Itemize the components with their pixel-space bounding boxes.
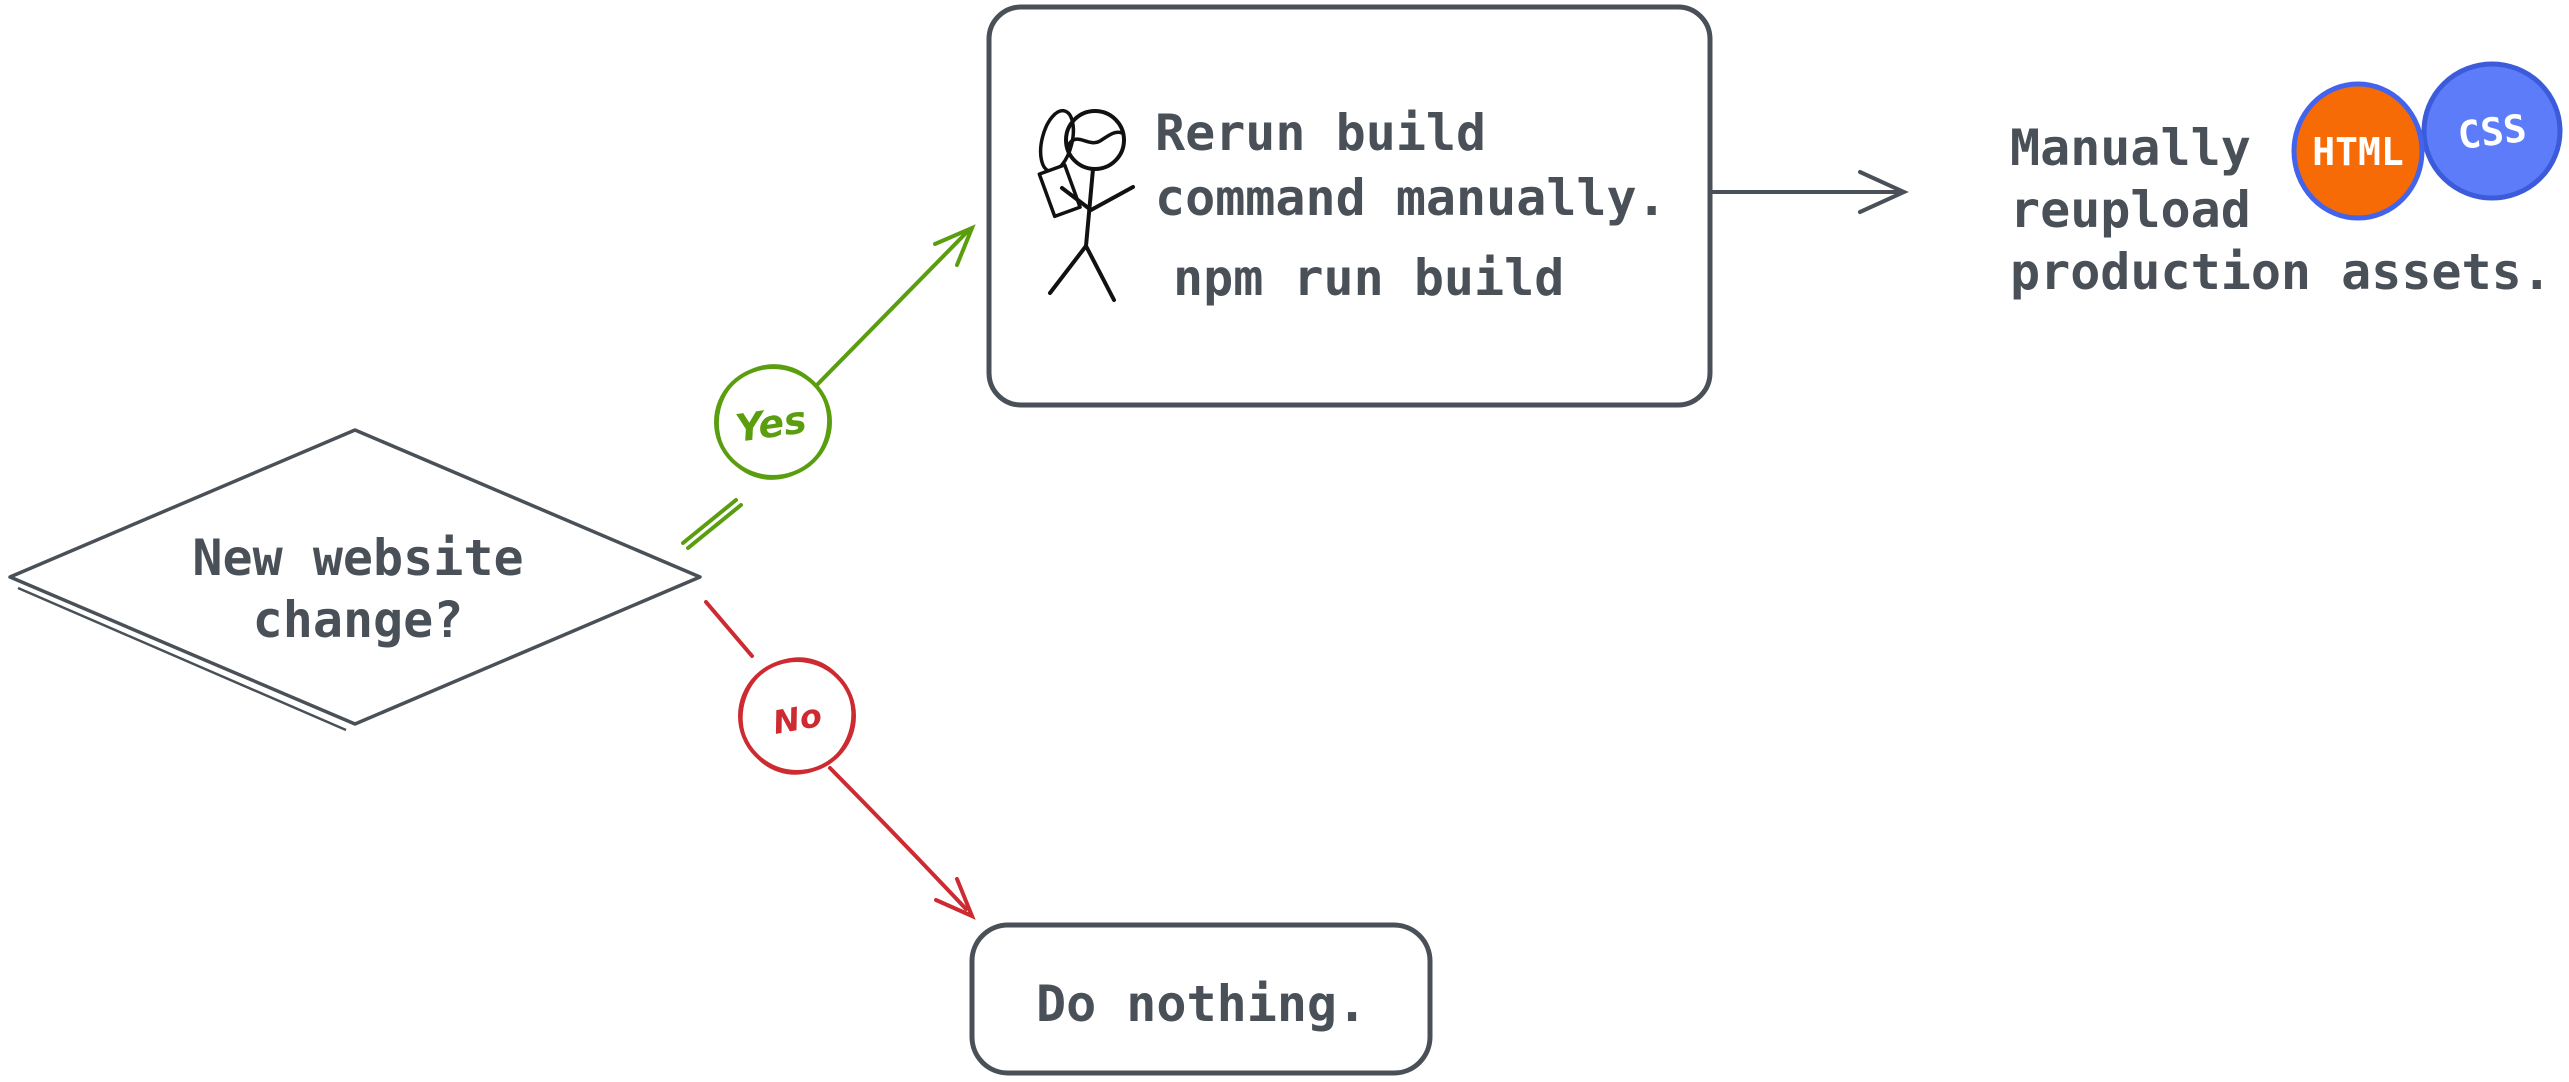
no-arrowhead [934,877,976,920]
yes-arrow [681,224,976,550]
no-circle [738,658,856,774]
figure-phone [1037,163,1082,219]
yes-arrow-shaft [810,229,970,392]
css-badge-label: CSS [2455,106,2528,158]
no-arrow-tail [704,600,754,658]
no-arrow-shaft [828,766,968,911]
reupload-note-line: production assets. [2010,243,2552,301]
figure-legs [1048,244,1116,302]
decision-label: New website change? [8,527,708,651]
decision-diamond-shape [8,428,702,726]
yes-circle [714,365,832,479]
reupload-note: Manually reupload production assets. [2010,117,2552,303]
css-badge [2421,61,2563,201]
build-box-title: Rerun build command manually. [1155,101,1667,231]
html-badge-label: HTML [2312,130,2404,174]
decision-label-line: New website [192,529,524,587]
reupload-arrowhead [1858,170,1909,214]
reupload-note-line: Manually [2010,119,2251,177]
build-box-title-line: command manually. [1155,169,1667,227]
decision-diamond [8,428,702,732]
stick-figure-phone-icon [1037,108,1135,302]
no-label: No [770,696,825,742]
figure-arms [1060,185,1135,212]
reupload-note-line: reupload [2010,181,2251,239]
reupload-arrow [1711,170,1909,214]
build-box-title-line: Rerun build [1155,104,1487,162]
figure-hair [1066,130,1124,148]
diamond-sketch-stroke [17,586,347,732]
build-command: npm run build [1173,249,1565,307]
no-circle-sketch-stroke [740,657,854,775]
yes-arrow-tail-stroke-2 [686,503,743,550]
yes-label: Yes [733,397,809,450]
do-nothing-label: Do nothing. [1036,975,1368,1033]
yes-arrowhead [933,224,976,267]
build-box [986,4,1713,408]
yes-circle-sketch-stroke [716,364,830,480]
html-badge [2291,81,2425,221]
no-arrow [704,600,976,920]
yes-arrow-tail-stroke-1 [681,498,738,545]
do-nothing-box [969,922,1433,1076]
decision-label-line: change? [252,591,464,649]
